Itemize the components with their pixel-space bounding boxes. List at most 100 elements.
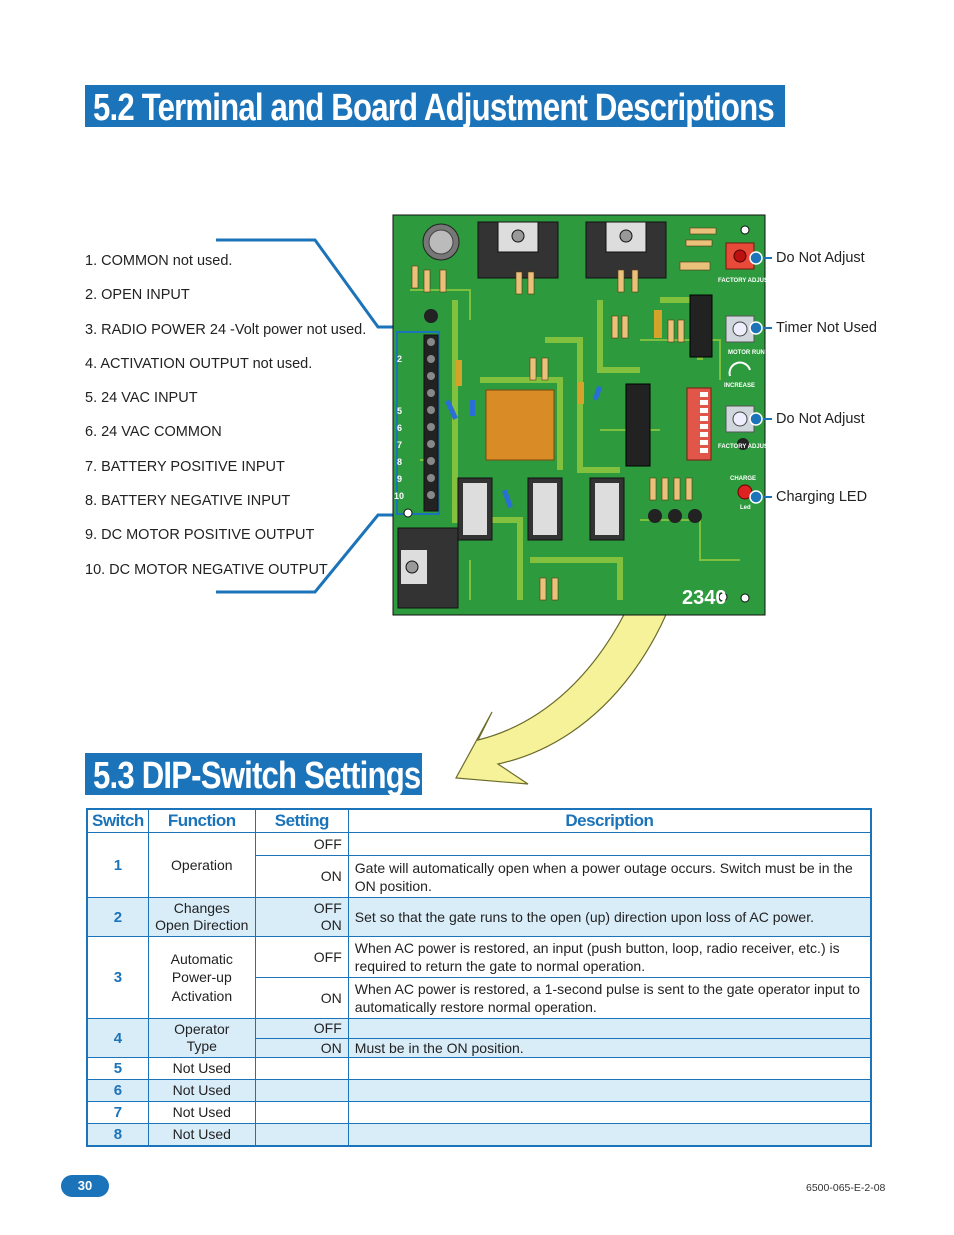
callout-dot-3	[749, 412, 763, 426]
setting-on: ON	[320, 917, 342, 933]
switch-number: 4	[86, 1018, 149, 1058]
description	[347, 1018, 872, 1039]
page-number: 30	[61, 1175, 109, 1197]
setting-on: ON	[254, 855, 349, 898]
table-row: 6 Not Used	[86, 1079, 872, 1102]
terminal-item: 9. DC MOTOR POSITIVE OUTPUT	[85, 527, 315, 544]
setting-off: OFF	[254, 936, 349, 978]
header-function: Function	[147, 808, 256, 833]
switch-number: 5	[86, 1057, 149, 1080]
callout-do-not-adjust-mid: Do Not Adjust	[776, 411, 865, 427]
description	[347, 1057, 872, 1080]
function-line: Changes	[173, 900, 230, 916]
terminal-item: 10. DC MOTOR NEGATIVE OUTPUT	[85, 561, 328, 578]
switch-function: Not Used	[147, 1123, 256, 1147]
terminal-num-8: 8	[397, 457, 402, 467]
switch-function: Not Used	[147, 1079, 256, 1102]
dip-switch-table: Switch Function Setting Description 1 Op…	[86, 808, 872, 1147]
label-increase: INCREASE	[724, 383, 755, 389]
switch-function: Not Used	[147, 1057, 256, 1080]
increase-arrow-icon	[728, 361, 751, 377]
setting-off: OFF	[254, 832, 349, 856]
setting	[254, 1101, 349, 1124]
callout-timer-not-used: Timer Not Used	[776, 320, 877, 336]
terminal-item: 5. 24 VAC INPUT	[85, 390, 198, 407]
table-row: 5 Not Used	[86, 1057, 872, 1080]
callout-dot-4	[749, 490, 763, 504]
table-row: 7 Not Used	[86, 1101, 872, 1124]
label-factory-adjustment-mid: FACTORY ADJUSTMENT	[718, 444, 789, 450]
setting	[254, 1123, 349, 1147]
terminal-item: 1. COMMON not used.	[85, 253, 233, 269]
terminal-list: 1. COMMON not used. 2. OPEN INPUT 3. RAD…	[85, 251, 366, 594]
table-header-row: Switch Function Setting Description	[86, 808, 872, 833]
callout-dot-1	[749, 251, 763, 265]
document-code: 6500-065-E-2-08	[806, 1182, 886, 1194]
terminal-item: 8. BATTERY NEGATIVE INPUT	[85, 493, 291, 510]
terminal-item: 7. BATTERY POSITIVE INPUT	[85, 458, 285, 475]
terminal-num-6: 6	[397, 423, 402, 433]
label-motor-run: MOTOR RUN	[728, 350, 765, 356]
description: When AC power is restored, a 1-second pu…	[347, 977, 872, 1019]
switch-function: Not Used	[147, 1101, 256, 1124]
header-setting: Setting	[254, 808, 349, 833]
board-model: 2340	[682, 587, 727, 609]
function-line: Automatic	[170, 950, 233, 967]
setting-off: OFF	[313, 900, 342, 916]
terminal-item: 6. 24 VAC COMMON	[85, 424, 222, 441]
setting	[254, 1079, 349, 1102]
section-5-3-title: 5.3 DIP-Switch Settings	[85, 753, 422, 795]
label-charge: CHARGE	[730, 476, 756, 482]
table-row: 1 Operation OFF	[86, 832, 872, 898]
label-led: Led	[740, 505, 751, 511]
setting-on: ON	[254, 1037, 349, 1058]
switch-function: Operation	[147, 832, 256, 898]
description: When AC power is restored, an input (pus…	[347, 936, 872, 978]
section-5-2-title: 5.2 Terminal and Board Adjustment Descri…	[85, 85, 785, 127]
header-switch: Switch	[86, 808, 149, 833]
switch-number: 1	[86, 832, 149, 898]
callout-charging-led: Charging LED	[776, 489, 868, 505]
terminal-num-10: 10	[394, 491, 404, 501]
switch-number: 2	[86, 897, 149, 937]
function-line: Operator	[174, 1021, 230, 1037]
setting	[254, 1057, 349, 1080]
switch-number: 3	[86, 936, 149, 1019]
label-factory-adjustment-top: FACTORY ADJUSTMENT	[718, 278, 789, 284]
switch-number: 6	[86, 1079, 149, 1102]
table-row: 8 Not Used	[86, 1123, 872, 1147]
terminal-num-2: 2	[397, 354, 402, 364]
description	[347, 1123, 872, 1147]
function-line: Open Direction	[155, 917, 249, 933]
terminal-item: 2. OPEN INPUT	[85, 287, 190, 304]
table-row: ON Gate will automatically open when a p…	[87, 855, 872, 898]
description	[347, 1101, 872, 1124]
description	[347, 832, 872, 856]
function-line: Type	[186, 1038, 217, 1054]
terminal-num-5: 5	[397, 406, 402, 416]
description: Gate will automatically open when a powe…	[347, 855, 872, 898]
setting-off: OFF	[254, 1018, 349, 1039]
terminal-num-7: 7	[397, 440, 402, 450]
switch-number: 8	[86, 1123, 149, 1147]
terminal-num-9: 9	[397, 474, 402, 484]
terminal-item: 4. ACTIVATION OUTPUT not used.	[85, 355, 313, 372]
description: Set so that the gate runs to the open (u…	[347, 897, 872, 937]
circuit-board	[392, 214, 766, 616]
table-row: ON When AC power is restored, a 1-second…	[87, 977, 872, 1019]
description: Must be in the ON position.	[347, 1037, 872, 1058]
callout-do-not-adjust-top: Do Not Adjust	[776, 250, 865, 266]
switch-number: 7	[86, 1101, 149, 1124]
terminal-item: 3. RADIO POWER 24 -Volt power not used.	[85, 321, 367, 338]
setting-on: ON	[254, 977, 349, 1019]
description	[347, 1079, 872, 1102]
table-row: ON Must be in the ON position.	[87, 1037, 872, 1058]
callout-dot-2	[749, 321, 763, 335]
